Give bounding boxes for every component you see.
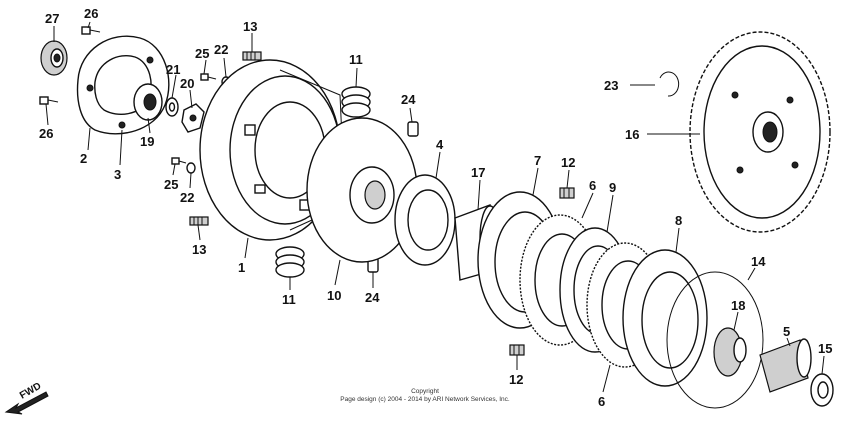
part-4-one-way-clutch <box>394 174 456 266</box>
label-11-bottom: 11 <box>282 292 296 307</box>
part-15-washer <box>810 373 834 407</box>
label-12-top: 12 <box>561 155 575 170</box>
label-8: 8 <box>675 213 682 228</box>
part-10-drive-plate <box>306 117 418 263</box>
label-22-top: 22 <box>214 42 228 57</box>
part-12-spring-top <box>559 187 575 199</box>
label-10: 10 <box>327 288 341 303</box>
label-6-top: 6 <box>589 178 596 193</box>
fwd-arrow: FWD <box>4 381 49 415</box>
label-14: 14 <box>751 254 766 269</box>
part-22-washer-mid <box>186 162 196 174</box>
label-19: 19 <box>140 134 154 149</box>
label-13-top: 13 <box>243 19 257 34</box>
label-13-bottom: 13 <box>192 242 206 257</box>
label-25-mid: 25 <box>164 177 178 192</box>
label-4: 4 <box>436 137 444 152</box>
label-17: 17 <box>471 165 485 180</box>
part-26-screw-bottom <box>39 96 59 105</box>
label-6-bottom: 6 <box>598 394 605 409</box>
part-2-plate <box>76 35 170 135</box>
part-5-bushing <box>759 338 812 393</box>
label-2: 2 <box>80 151 87 166</box>
part-16-driven-gear <box>689 31 831 233</box>
label-23: 23 <box>604 78 618 93</box>
label-12-bottom: 12 <box>509 372 523 387</box>
part-number-labels: 27 26 26 2 3 19 21 20 25 22 13 25 22 13 … <box>39 6 832 409</box>
label-5: 5 <box>783 324 790 339</box>
part-27-bearing <box>40 40 68 76</box>
part-26-screw-top <box>81 26 101 35</box>
part-8-pressure-plate <box>622 249 708 387</box>
part-21-washer <box>165 97 179 117</box>
part-18-gear <box>713 327 747 377</box>
copyright-line-2: Page design (c) 2004 - 2014 by ARI Netwo… <box>340 396 510 403</box>
label-22-mid: 22 <box>180 190 194 205</box>
label-26-bottom: 26 <box>39 126 53 141</box>
label-1: 1 <box>238 260 245 275</box>
part-25-bolt-mid <box>171 157 187 165</box>
part-13-spring-top <box>242 51 262 61</box>
label-16: 16 <box>625 127 639 142</box>
label-25-top: 25 <box>195 46 209 61</box>
part-13-spring-bottom <box>189 216 209 226</box>
label-3: 3 <box>114 167 121 182</box>
label-9: 9 <box>609 180 616 195</box>
label-15: 15 <box>818 341 832 356</box>
label-24-bottom: 24 <box>365 290 380 305</box>
leader-lines <box>45 21 825 393</box>
part-14-snap-ring <box>666 271 764 409</box>
part-24-pin-top <box>407 121 419 137</box>
label-18: 18 <box>731 298 745 313</box>
label-26-top: 26 <box>84 6 98 21</box>
part-23-circlip <box>659 71 680 97</box>
part-19-cam <box>133 83 163 121</box>
part-11-spring-top <box>341 86 371 118</box>
part-12-spring-bottom <box>509 344 525 356</box>
part-11-spring-bottom <box>275 246 305 278</box>
copyright-notice: Copyright Page design (c) 2004 - 2014 by… <box>340 388 510 403</box>
label-7: 7 <box>534 153 541 168</box>
part-20-plate <box>181 103 205 133</box>
label-21: 21 <box>166 62 180 77</box>
part-25-bolt-top <box>200 73 217 81</box>
label-20: 20 <box>180 76 194 91</box>
label-11-top: 11 <box>349 52 363 67</box>
copyright-line-1: Copyright <box>411 388 439 395</box>
label-24-top: 24 <box>401 92 416 107</box>
label-27: 27 <box>45 11 59 26</box>
